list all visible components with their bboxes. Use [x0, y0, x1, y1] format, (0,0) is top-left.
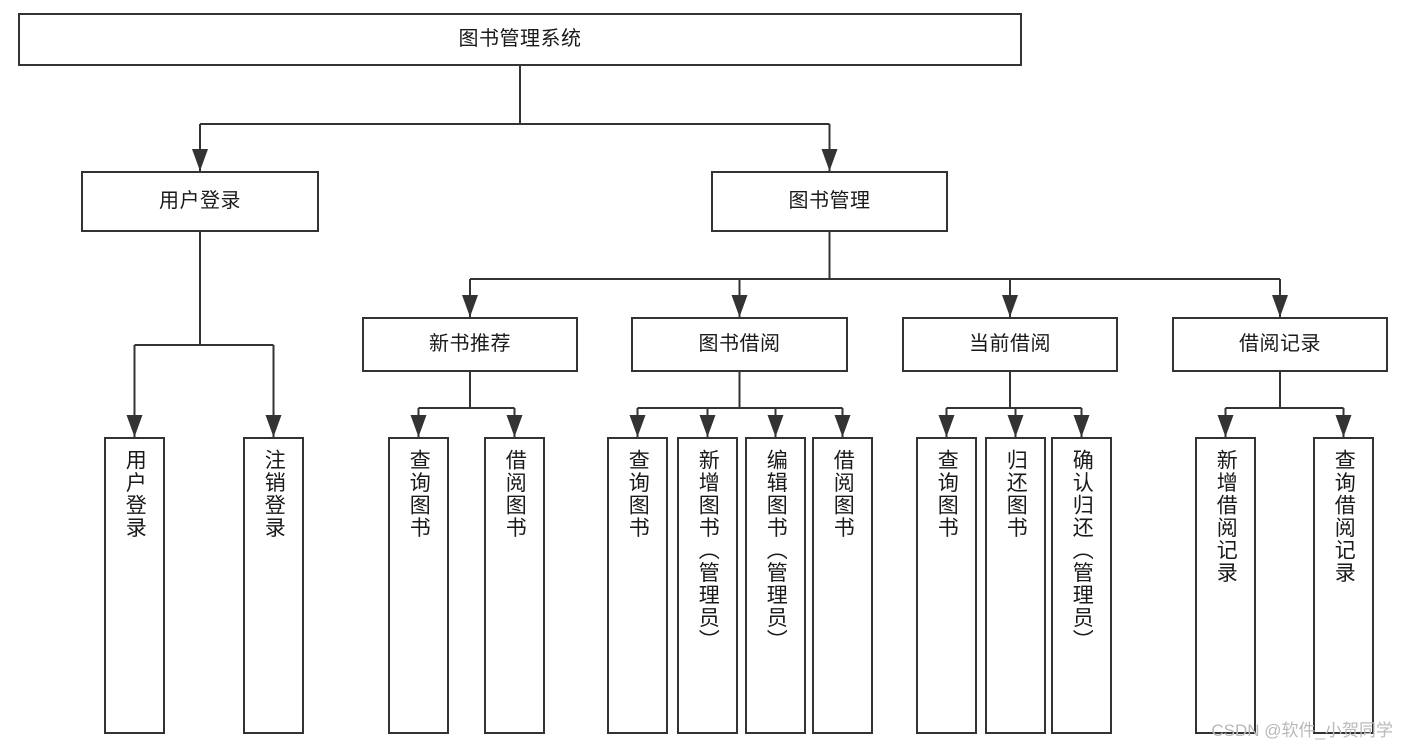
node-label: 查询图书 [407, 449, 431, 539]
node-label: 新增借阅记录 [1214, 449, 1238, 584]
node-label: 借阅图书 [831, 449, 855, 539]
node-label: 归还图书 [1004, 449, 1028, 539]
node-label: 查询借阅记录 [1332, 449, 1356, 584]
node-label: 注销登录 [262, 449, 286, 539]
node-label: 图书借阅 [698, 332, 781, 355]
node-leaf-borrow-book-rec[interactable]: 借阅图书 [484, 437, 545, 734]
node-label: 新书推荐 [429, 332, 511, 355]
node-leaf-edit-book[interactable]: 编辑图书（管理员） [745, 437, 806, 734]
node-book-manage[interactable]: 图书管理 [711, 171, 948, 232]
node-leaf-user-logout[interactable]: 注销登录 [243, 437, 304, 734]
node-leaf-borrow-book[interactable]: 借阅图书 [812, 437, 873, 734]
node-leaf-query-book-borrow[interactable]: 查询图书 [607, 437, 668, 734]
node-leaf-query-book-current[interactable]: 查询图书 [916, 437, 977, 734]
node-borrow-record[interactable]: 借阅记录 [1172, 317, 1388, 372]
node-label: 查询图书 [626, 449, 650, 539]
node-root[interactable]: 图书管理系统 [18, 13, 1022, 66]
node-current-borrow[interactable]: 当前借阅 [902, 317, 1118, 372]
node-leaf-add-record[interactable]: 新增借阅记录 [1195, 437, 1256, 734]
node-label: 借阅记录 [1239, 332, 1321, 355]
watermark-text: CSDN @软件_小贺同学 [1211, 721, 1393, 740]
node-label: 新增图书（管理员） [696, 449, 720, 652]
node-leaf-query-book-rec[interactable]: 查询图书 [388, 437, 449, 734]
node-label: 确认归还（管理员） [1070, 449, 1094, 652]
node-leaf-query-record[interactable]: 查询借阅记录 [1313, 437, 1374, 734]
node-leaf-confirm-return[interactable]: 确认归还（管理员） [1051, 437, 1112, 734]
node-new-book-rec[interactable]: 新书推荐 [362, 317, 578, 372]
node-label: 查询图书 [935, 449, 959, 539]
node-leaf-return-book[interactable]: 归还图书 [985, 437, 1046, 734]
node-label: 当前借阅 [969, 332, 1051, 355]
node-label: 借阅图书 [503, 449, 527, 539]
node-leaf-user-login[interactable]: 用户登录 [104, 437, 165, 734]
node-book-borrow[interactable]: 图书借阅 [631, 317, 848, 372]
node-label: 图书管理 [788, 189, 871, 212]
node-label: 用户登录 [159, 189, 241, 212]
node-label: 编辑图书（管理员） [764, 449, 788, 652]
node-leaf-add-book[interactable]: 新增图书（管理员） [677, 437, 738, 734]
node-label: 用户登录 [123, 449, 147, 539]
node-label: 图书管理系统 [458, 27, 582, 50]
node-user-login[interactable]: 用户登录 [81, 171, 319, 232]
